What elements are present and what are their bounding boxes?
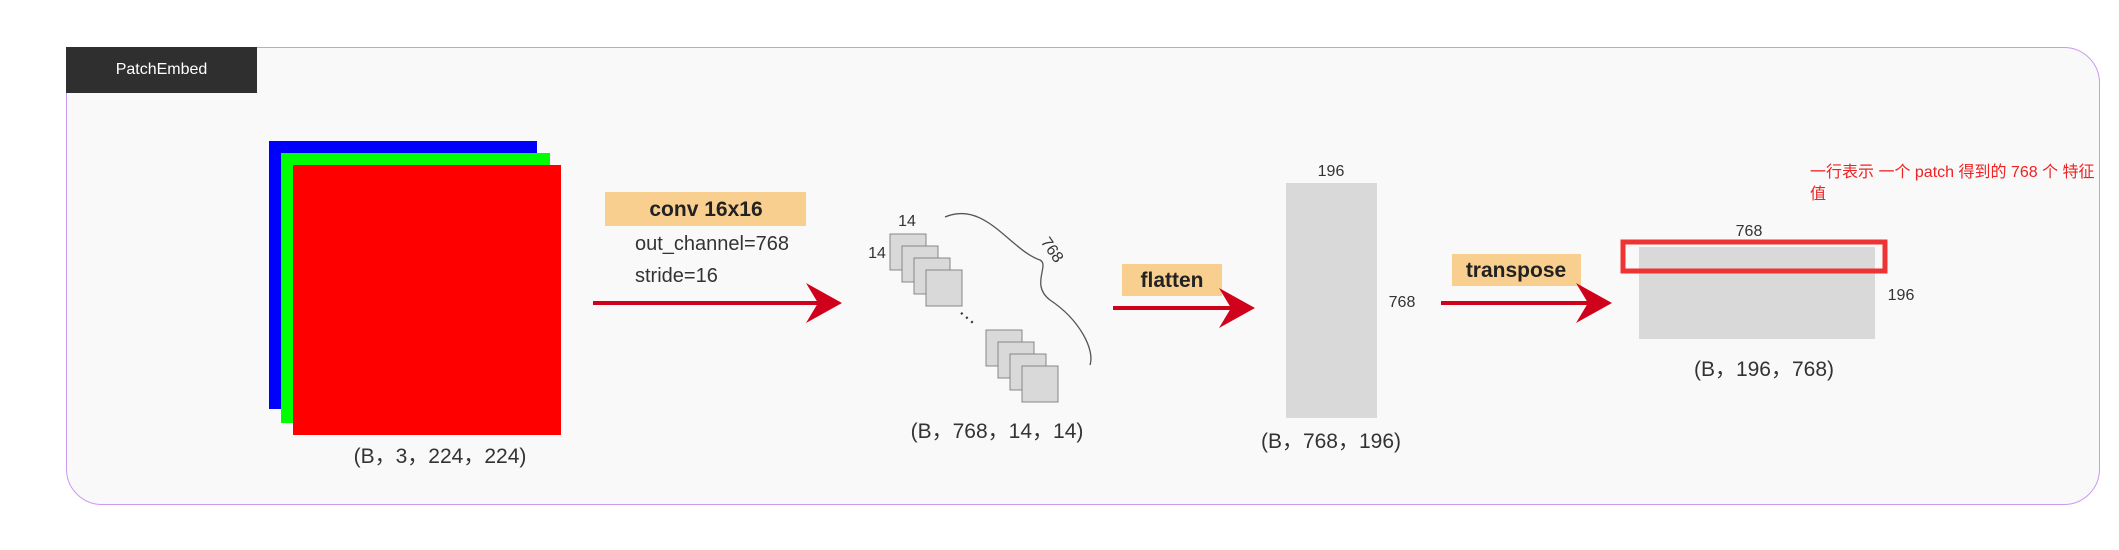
patch-tile [1021, 365, 1059, 403]
transposed-side-label: 196 [1888, 287, 1915, 304]
transposed-top-label: 768 [1736, 223, 1763, 240]
red-channel [293, 165, 561, 435]
transpose-label: transpose [1466, 259, 1566, 282]
conv-label: conv 16x16 [649, 198, 762, 221]
conv-param-out-channel: out_channel=768 [635, 233, 789, 255]
flatten-label: flatten [1141, 269, 1204, 292]
flattened-shape-label: (B，768，196) [1261, 430, 1401, 453]
row-note-line2: 值 [1810, 185, 1826, 203]
input-image-stack [269, 141, 561, 435]
patch-tile [925, 269, 963, 307]
patch-width-label: 14 [868, 245, 886, 262]
row-note-line1: 一行表示 一个 patch 得到的 768 个 特征 [1810, 163, 2095, 181]
conv-param-stride: stride=16 [635, 265, 718, 287]
input-shape-label: (B，3，224，224) [354, 445, 527, 468]
patch-shape-label: (B，768，14，14) [911, 420, 1084, 443]
patch-grid [889, 233, 1059, 403]
channel-brace [944, 212, 1092, 366]
transpose-label-bg [1452, 254, 1581, 286]
transposed-shape-label: (B，196，768) [1694, 358, 1834, 381]
transposed-tensor [1639, 247, 1875, 339]
patch-height-label: 14 [898, 213, 916, 230]
flattened-tensor [1286, 183, 1377, 418]
conv-label-bg [605, 192, 806, 226]
flattened-side-label: 768 [1389, 294, 1416, 311]
patchembed-tab[interactable]: PatchEmbed [66, 47, 257, 93]
flatten-label-bg [1122, 264, 1222, 296]
row-highlight [1620, 239, 1888, 274]
flattened-top-label: 196 [1318, 163, 1345, 180]
